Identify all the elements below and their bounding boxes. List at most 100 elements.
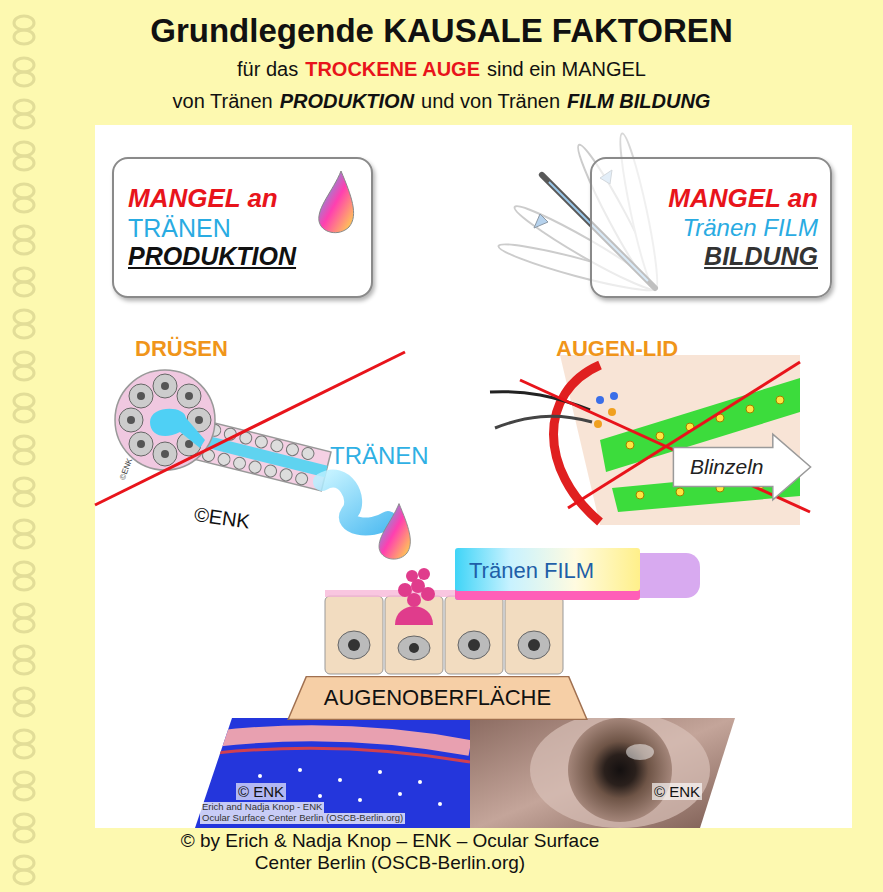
ocular-surface-photo (418, 780, 422, 784)
eyelid-section (776, 396, 784, 404)
tear-drop-icon (311, 167, 359, 239)
cause-box: MANGEL anTränen FILMBILDUNG (590, 157, 832, 298)
gland (285, 442, 300, 457)
epithelium (505, 596, 563, 674)
gland (153, 442, 177, 466)
binding-ring (14, 646, 34, 674)
blink-arrow: Blinzeln (672, 432, 812, 502)
node-text: TRÄNEN (128, 214, 231, 243)
epithelium (406, 570, 418, 582)
binding-ring (14, 562, 34, 590)
eyelid-section (610, 392, 618, 400)
part-label: AUGEN-LID (556, 336, 678, 361)
eyelid-section (554, 365, 601, 522)
gland (119, 408, 143, 432)
binding-ring (14, 16, 34, 44)
ocular-surface-photo (298, 768, 302, 772)
subtitle-line: von TränenPRODUKTIONund von TränenFILM B… (0, 90, 883, 113)
epithelium (348, 639, 360, 651)
gland (248, 460, 263, 475)
epithelium (395, 606, 433, 625)
gland (161, 382, 169, 390)
gland (153, 374, 177, 398)
node-content: MANGEL anTRÄNENPRODUKTION (128, 169, 301, 286)
binding-ring (14, 16, 34, 884)
epithelium (458, 631, 490, 659)
subtitle-text: sind ein MANGEL (487, 58, 646, 81)
ocular-surface-photo (258, 774, 262, 778)
node-content: Tränen FILM (469, 554, 630, 588)
caption: © by Erich & Nadja Knop – ENK – Ocular S… (150, 830, 630, 875)
epithelium (409, 643, 419, 653)
part-label: DRÜSEN (135, 336, 228, 361)
epithelium (407, 593, 421, 607)
subtitle-text: FILM BILDUNG (567, 90, 710, 113)
gland (129, 384, 153, 408)
copyright-mark: © ENK (236, 783, 286, 800)
epithelium (518, 631, 550, 659)
copyright-mark: © ENK (652, 783, 702, 800)
block-arrow-shape (673, 434, 810, 500)
eyelid-section (676, 488, 684, 496)
node-text: Blinzeln (690, 455, 764, 479)
binding-ring (14, 226, 34, 254)
cause-box: MANGEL anTRÄNENPRODUKTION (112, 157, 373, 298)
gland (279, 468, 294, 483)
gland (115, 370, 331, 491)
ocular-surface-photo (530, 712, 710, 828)
tear-drop-icon (319, 171, 354, 233)
blink-sketch (534, 214, 548, 228)
tear-flow (322, 479, 410, 560)
node-content: Blinzeln (690, 440, 778, 494)
node-text: MANGEL an (668, 184, 818, 214)
eyelid-section (594, 420, 602, 428)
tear-flow (322, 479, 388, 527)
tear-film-band: Tränen FILM (455, 548, 640, 600)
gland (254, 435, 269, 450)
epithelium (338, 631, 370, 659)
binding-ring (14, 688, 34, 716)
binding-ring (14, 436, 34, 464)
subtitle-text: für das (237, 58, 298, 81)
eyelid-section (495, 416, 592, 428)
binding-ring (14, 520, 34, 548)
eyelid-section (746, 405, 754, 413)
tear-flow (379, 504, 410, 560)
gland (217, 452, 232, 467)
subtitle-text: TROCKENE AUGE (305, 58, 480, 81)
ocular-surface-photo (190, 712, 740, 830)
binding-ring (14, 184, 34, 212)
part-label: TRÄNEN (330, 442, 429, 470)
node-text: Tränen FILM (682, 214, 818, 242)
photo-credit: Erich and Nadja Knop - ENK (200, 802, 324, 813)
epithelium (325, 596, 383, 674)
gland (195, 416, 203, 424)
binding-ring (14, 352, 34, 380)
ocular-surface-photo (318, 794, 322, 798)
ocular-surface-photo (378, 770, 382, 774)
gland (115, 370, 215, 470)
node-content: MANGEL anTränen FILMBILDUNG (652, 169, 818, 286)
subtitle-text: PRODUKTION (280, 90, 414, 113)
eyelid-section (490, 355, 800, 525)
subtitle-line: für das TROCKENE AUGE sind ein MANGEL (0, 58, 883, 81)
ocular-surface-photo (568, 718, 672, 822)
binding-ring (14, 100, 34, 128)
binding-ring (14, 730, 34, 758)
eyelid-section (636, 491, 644, 499)
gland (194, 433, 328, 477)
binding-ring (14, 604, 34, 632)
gland (161, 450, 169, 458)
node-text: PRODUKTION (128, 242, 296, 271)
binding-ring (14, 58, 34, 86)
subtitle-text: und von Tränen (421, 90, 560, 113)
eyelid-section (596, 396, 604, 404)
ocular-surface-photo (398, 792, 402, 796)
eyelid-section (626, 441, 634, 449)
gland (263, 464, 278, 479)
node-content: AUGENOBERFLÄCHE (307, 682, 568, 714)
